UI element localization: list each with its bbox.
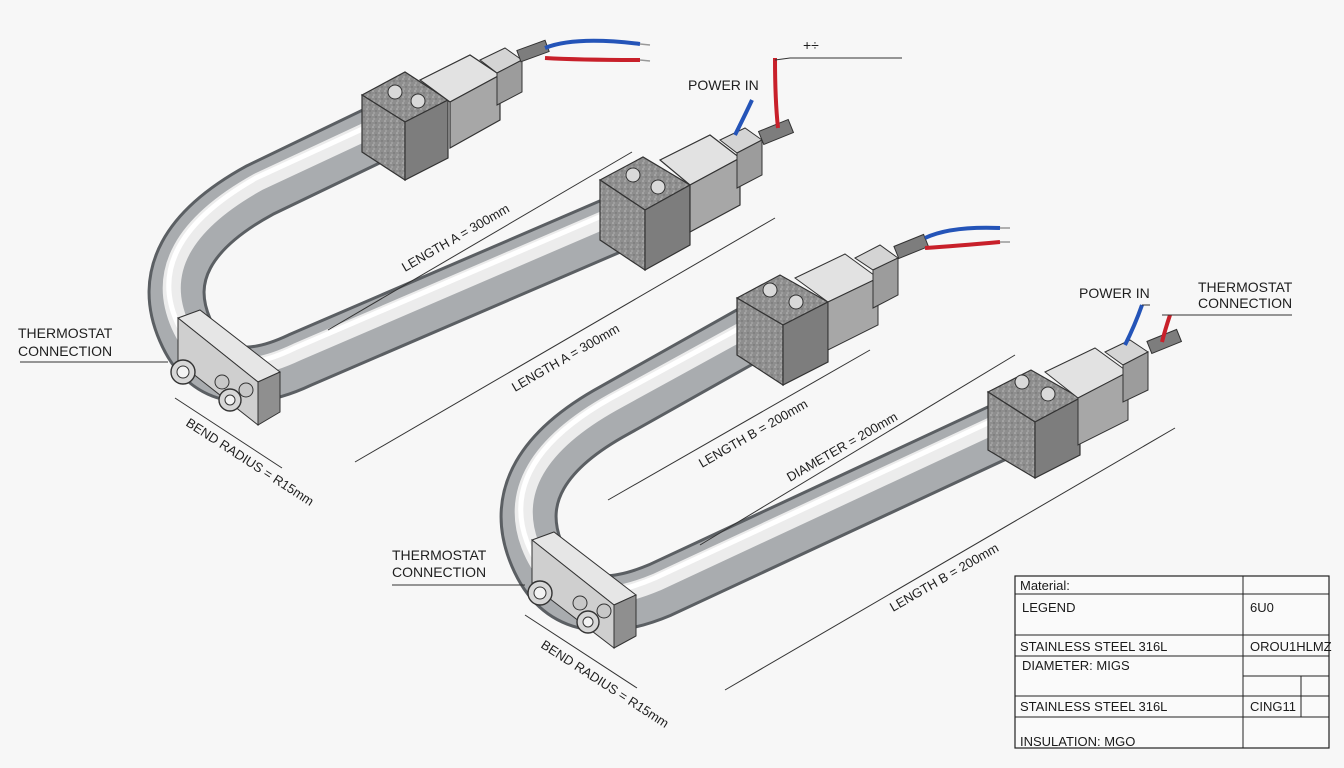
wire-blue-lower-1 [733, 99, 754, 136]
terminal-block-lower-2 [986, 328, 1183, 480]
table-row1: STAINLESS STEEL 316L [1020, 639, 1167, 654]
screw-icon [387, 84, 403, 100]
thermostat-flange-2 [527, 531, 637, 650]
thermostat-label-2-right-line2: CONNECTION [1198, 295, 1292, 311]
table-legend: LEGEND [1022, 600, 1075, 615]
wire-blue-upper-1 [544, 38, 641, 50]
heater-element-2 [499, 225, 1183, 650]
bend-radius-label-2: BEND RADIUS = R15mm [538, 637, 671, 731]
wire-blue-lower-2 [1123, 304, 1144, 346]
thermostat-label-2-right-line1: THERMOSTAT [1198, 279, 1293, 295]
thermostat-label-1-line1: THERMOSTAT [18, 325, 113, 341]
table-diameter: DIAMETER: MIGS [1022, 658, 1130, 673]
table-insulation: INSULATION: MGO [1020, 734, 1135, 749]
wire-red-upper-1 [544, 56, 641, 62]
terminal-block-lower-1 [598, 118, 795, 272]
wire-red-upper-2 [924, 240, 1001, 250]
table-material: Material: [1020, 578, 1070, 593]
wire-red-lower-1 [773, 57, 780, 129]
table-row1-value: OROU1HLMZ [1250, 639, 1332, 654]
thermostat-label-1-line2: CONNECTION [18, 343, 112, 359]
screw-icon [788, 294, 804, 310]
screw-icon [625, 167, 641, 183]
wire-blue-upper-2 [924, 225, 1001, 240]
screw-icon [410, 93, 426, 109]
table-row2: STAINLESS STEEL 316L [1020, 699, 1167, 714]
screw-icon [1040, 386, 1056, 402]
wire-red-lower-2 [1160, 314, 1172, 343]
length-b-outer-label: LENGTH B = 200mm [887, 540, 1001, 615]
dimension-lines [20, 57, 1292, 691]
screw-icon [1014, 374, 1030, 390]
thermostat-flange-1 [170, 309, 281, 427]
length-b-inner-label: LENGTH B = 200mm [696, 396, 810, 471]
heater-element-1 [147, 38, 795, 427]
power-in-label-2: POWER IN [1079, 285, 1150, 301]
power-in-label-1: POWER IN [688, 77, 759, 93]
screw-icon [762, 282, 778, 298]
terminal-block-upper-2 [735, 233, 930, 387]
thermostat-label-2-left-line1: THERMOSTAT [392, 547, 487, 563]
legend-table: Material: LEGEND 6U0 STAINLESS STEEL 316… [1014, 575, 1332, 749]
bend-radius-label-1: BEND RADIUS = R15mm [183, 415, 316, 509]
table-legend-value: 6U0 [1250, 600, 1274, 615]
terminal-block-upper-1 [360, 39, 550, 182]
table-row2-value: CING11 [1250, 699, 1296, 714]
top-note: +÷ [803, 37, 819, 53]
screw-icon [650, 179, 666, 195]
thermostat-label-2-left-line2: CONNECTION [392, 564, 486, 580]
